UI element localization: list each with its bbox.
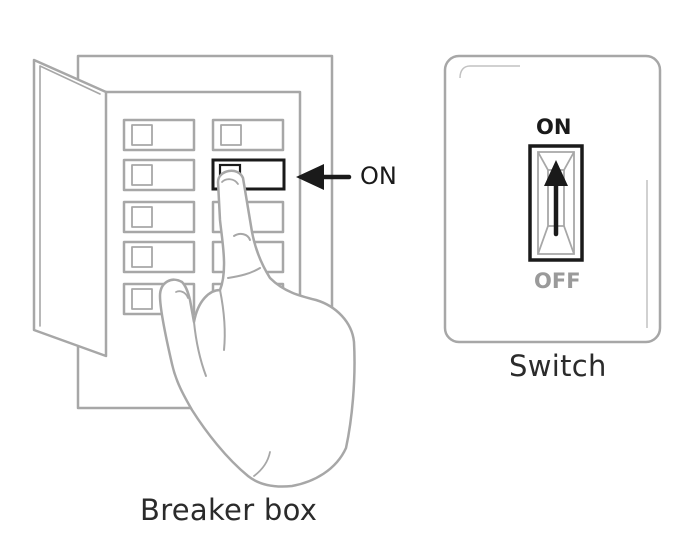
breaker-switch — [122, 158, 196, 192]
on-pointer-label: ON — [360, 162, 397, 190]
wall-switch — [443, 54, 662, 344]
arrow-up-icon — [544, 160, 568, 237]
breaker-switch — [122, 118, 196, 152]
switch-on-label: ON — [536, 115, 572, 139]
hand — [158, 169, 356, 488]
switch-label: Switch — [509, 349, 607, 383]
breaker-box-door — [32, 58, 108, 358]
switch-off-label: OFF — [534, 269, 581, 293]
breaker-switch — [122, 200, 196, 234]
breaker-switch — [122, 240, 196, 274]
arrow-left-icon — [296, 164, 352, 190]
breaker-column-left — [122, 118, 196, 316]
breaker-box-label: Breaker box — [140, 493, 318, 527]
breaker-switch — [122, 282, 196, 316]
breaker-switch — [211, 118, 285, 152]
breaker-box-inner-face — [104, 90, 302, 358]
